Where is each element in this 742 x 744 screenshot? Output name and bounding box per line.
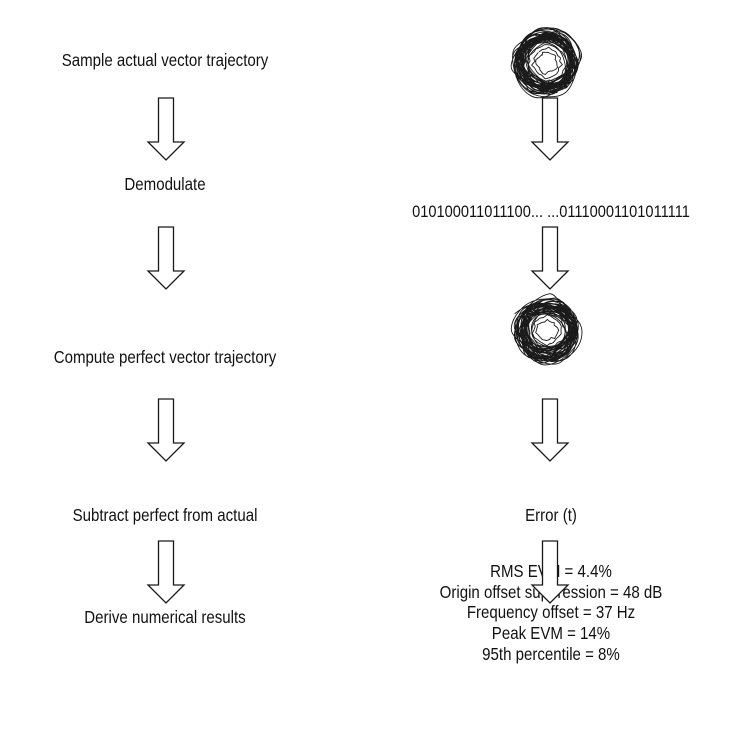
- arrow-left-3-icon: [146, 398, 186, 462]
- trajectory-actual-icon: [510, 27, 583, 99]
- result-95th-percentile: 95th percentile = 8%: [482, 643, 620, 664]
- result-peak-evm: Peak EVM = 14%: [491, 623, 611, 644]
- step-sample-label: Sample actual vector trajectory: [61, 50, 269, 70]
- step-demodulate-label: Demodulate: [124, 174, 206, 194]
- arrow-right-4-icon: [530, 540, 570, 604]
- arrow-left-4-icon: [146, 540, 186, 604]
- step-subtract-label: Subtract perfect from actual: [72, 505, 258, 525]
- result-frequency-offset: Frequency offset = 37 Hz: [466, 602, 636, 623]
- arrow-right-3-icon: [530, 398, 570, 462]
- bitstream-label: 010100011011100... ...01110001101011111: [412, 202, 690, 221]
- arrow-left-1-icon: [146, 97, 186, 161]
- step-derive-label: Derive numerical results: [84, 607, 246, 627]
- arrow-right-2-icon: [530, 226, 570, 290]
- trajectory-perfect-icon: [510, 293, 583, 366]
- arrow-left-2-icon: [146, 226, 186, 290]
- error-label: Error (t): [525, 505, 577, 525]
- arrow-right-1-icon: [530, 97, 570, 161]
- step-compute-label: Compute perfect vector trajectory: [53, 347, 277, 367]
